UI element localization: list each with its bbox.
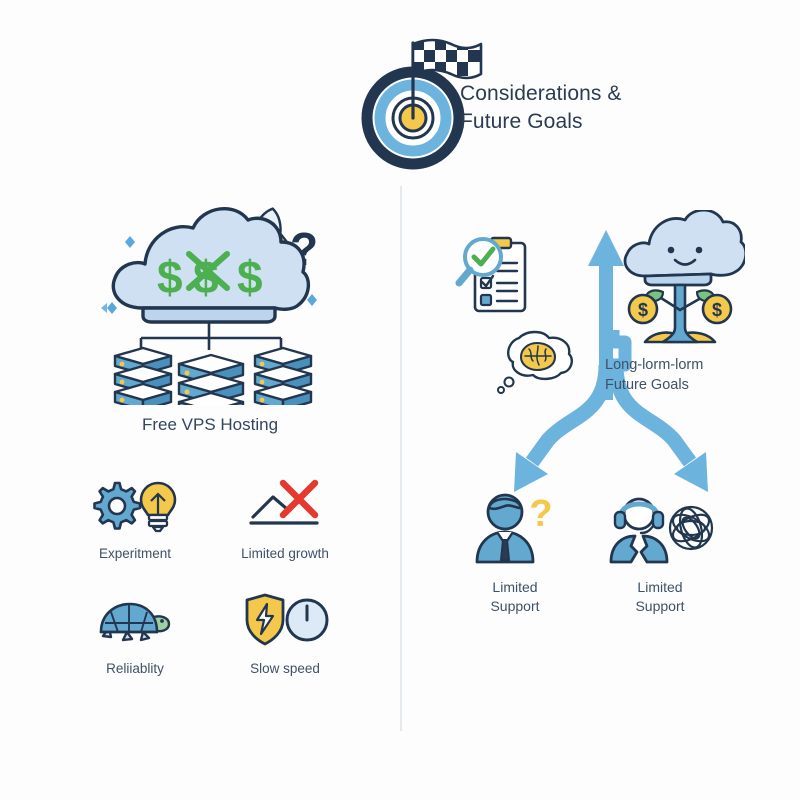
- feature-label-limited-growth: Limited growth: [241, 546, 329, 561]
- target-flag-icon: [355, 30, 485, 170]
- turtle-icon: [60, 590, 210, 652]
- support-item-left: ? Limited Support: [440, 490, 590, 616]
- feature-item-experiment: Experitment: [60, 475, 210, 590]
- support-label-left-line-1: Limited: [492, 579, 538, 595]
- panel-divider: [400, 186, 402, 731]
- cloud-servers-free-icon: ? $ $ $: [85, 190, 335, 424]
- future-goals-label-line-2: Future Goals: [605, 377, 689, 393]
- support-label-left: Limited Support: [440, 578, 590, 616]
- future-goals-label-line-1: Long-lorm-lorm: [605, 357, 704, 373]
- header: Considerations & Future Goals: [355, 30, 755, 170]
- person-question-icon: ?: [440, 490, 590, 568]
- left-panel: ? $ $ $: [60, 190, 380, 690]
- page-title: Considerations & Future Goals: [460, 80, 720, 136]
- svg-text:$: $: [712, 300, 722, 320]
- support-label-left-line-2: Support: [490, 598, 540, 614]
- feature-label-slow-speed: Slow speed: [250, 661, 320, 676]
- svg-text:$: $: [157, 251, 183, 303]
- support-label-right-line-2: Support: [635, 598, 685, 614]
- brain-thought-bubble-icon: [495, 330, 577, 395]
- feature-item-slow-speed: Slow speed: [210, 590, 360, 705]
- svg-text:$: $: [237, 251, 263, 303]
- feature-label-reliability: Reliiablity: [106, 661, 164, 676]
- right-panel: $ $ Long-lorm-lorm Future Goals: [420, 190, 780, 690]
- shield-clock-icon: [210, 590, 360, 652]
- headset-agent-tangle-icon: [585, 490, 735, 568]
- feature-grid: Experitment Limited growth: [60, 475, 360, 705]
- declining-chart-x-icon: [210, 475, 360, 537]
- svg-text:?: ?: [529, 493, 552, 535]
- magnifier-checklist-icon: [455, 235, 535, 320]
- svg-text:$: $: [638, 300, 648, 320]
- feature-item-reliability: Reliiablity: [60, 590, 210, 705]
- feature-label-experiment: Experitment: [98, 546, 172, 561]
- feature-item-limited-growth: Limited growth: [210, 475, 360, 590]
- future-goals-label: Long-lorm-lorm Future Goals: [605, 355, 765, 395]
- money-tree-cloud-icon: $ $: [615, 208, 748, 355]
- support-label-right-line-1: Limited: [637, 579, 683, 595]
- free-vps-hosting-label: Free VPS Hosting: [141, 415, 279, 434]
- gear-lightbulb-icon: [60, 475, 210, 537]
- page-title-line-1: Considerations &: [460, 82, 622, 105]
- support-item-right: Limited Support: [585, 490, 735, 616]
- support-label-right: Limited Support: [585, 578, 735, 616]
- page-title-line-2: Future Goals: [460, 110, 583, 133]
- branching-arrows-icon: [420, 190, 780, 520]
